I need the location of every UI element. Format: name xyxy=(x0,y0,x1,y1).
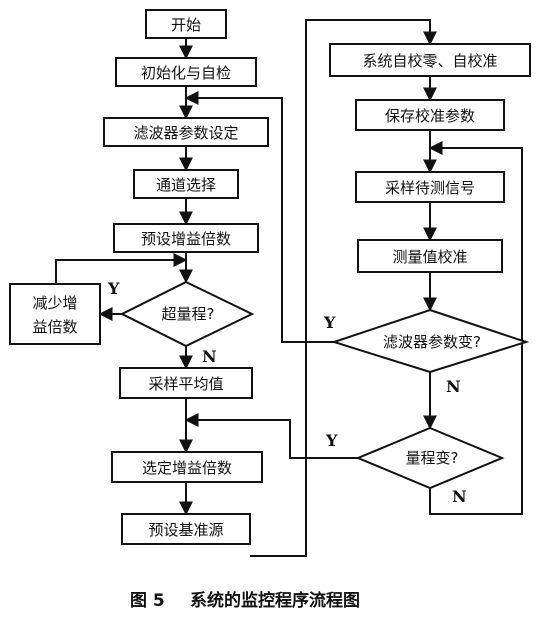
arrow-ref-to-zerocal xyxy=(250,19,437,557)
label-reduce-gain-2: 益倍数 xyxy=(32,318,77,336)
node-sample-avg: 采样平均值 xyxy=(119,367,253,399)
node-start: 开始 xyxy=(145,9,227,39)
label-filter-set: 滤波器参数设定 xyxy=(133,124,238,142)
label-reduce-gain-1: 减少增 xyxy=(32,294,77,312)
label-save-params: 保存校准参数 xyxy=(385,107,475,125)
label-init: 初始化与自检 xyxy=(141,64,231,82)
label-overrange-y: Y xyxy=(107,279,120,298)
node-save-params: 保存校准参数 xyxy=(355,99,505,131)
label-overrange-n: N xyxy=(202,347,217,366)
label-over-range: 超量程? xyxy=(162,305,215,323)
node-reduce-gain: 减少增 益倍数 xyxy=(9,283,101,345)
label-calib-value: 测量值校准 xyxy=(392,248,467,266)
node-preset-ref: 预设基准源 xyxy=(121,513,251,545)
arrow-reduce-loop xyxy=(55,253,188,284)
node-channel: 通道选择 xyxy=(133,169,239,199)
node-select-gain: 选定增益倍数 xyxy=(111,451,263,483)
label-sample-avg: 采样平均值 xyxy=(148,375,223,393)
node-range-change: 量程变? xyxy=(355,426,505,490)
label-filterchange-n: N xyxy=(446,377,461,396)
connectors-right xyxy=(184,76,523,515)
label-rangechange-n: N xyxy=(452,487,467,506)
node-zero-cal: 系统自校零、自校准 xyxy=(329,43,531,77)
label-select-gain: 选定增益倍数 xyxy=(142,459,232,477)
label-preset-gain: 预设增益倍数 xyxy=(141,230,231,248)
arrow-rangechange-yes xyxy=(184,413,358,459)
label-zero-cal: 系统自校零、自校准 xyxy=(362,52,497,70)
label-rangechange-y: Y xyxy=(325,431,338,450)
label-start: 开始 xyxy=(171,16,201,34)
node-sample-signal: 采样待测信号 xyxy=(355,171,505,203)
node-filter-set: 滤波器参数设定 xyxy=(103,117,269,147)
node-init: 初始化与自检 xyxy=(115,57,257,87)
label-range-change: 量程变? xyxy=(406,449,459,467)
arrow-filterchange-yes xyxy=(184,91,334,343)
label-sample-signal: 采样待测信号 xyxy=(385,179,475,197)
node-preset-gain: 预设增益倍数 xyxy=(113,223,259,253)
node-filter-change: 滤波器参数变? xyxy=(330,308,530,374)
label-channel: 通道选择 xyxy=(156,176,216,194)
node-calib-value: 测量值校准 xyxy=(357,239,503,273)
label-filter-change: 滤波器参数变? xyxy=(383,333,481,351)
caption-figure-number: 图 5 xyxy=(130,591,165,611)
caption-title: 系统的监控程序流程图 xyxy=(190,590,360,611)
arrow-rangechange-no xyxy=(428,141,523,515)
node-over-range: 超量程? xyxy=(119,280,255,348)
label-filterchange-y: Y xyxy=(323,313,336,332)
label-preset-ref: 预设基准源 xyxy=(148,521,223,539)
